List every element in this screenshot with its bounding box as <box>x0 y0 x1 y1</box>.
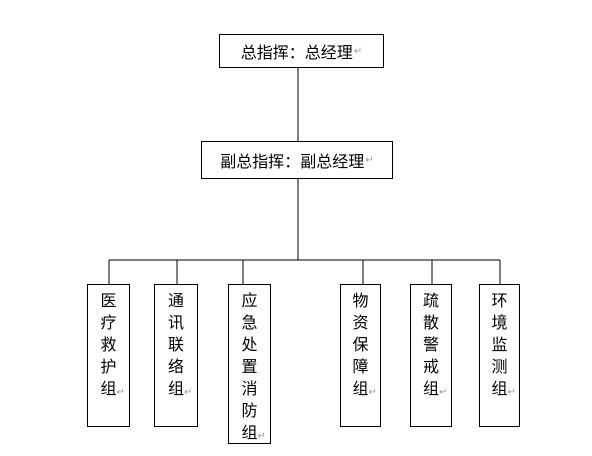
group-communication-char: 组↵ <box>167 379 193 398</box>
paragraph-mark-icon: ↵ <box>184 387 193 398</box>
paragraph-mark-icon: ↵ <box>507 387 516 398</box>
group-medical-char: 组↵ <box>100 379 125 398</box>
group-supply-char: 物 <box>352 291 369 310</box>
group-fire-char: 处 <box>241 335 258 354</box>
group-environment-char: 境 <box>491 313 508 332</box>
group-evacuation-char: 警 <box>422 335 439 354</box>
paragraph-mark-icon: ↵ <box>353 45 363 57</box>
group-fire-char: 置 <box>241 357 258 376</box>
group-supply-char: 组↵ <box>352 379 377 398</box>
group-communication-char: 讯 <box>167 313 184 332</box>
paragraph-mark-icon: ↵ <box>368 387 377 398</box>
paragraph-mark-icon: ↵ <box>439 387 448 398</box>
group-communication: 通讯联络组↵ <box>154 284 198 427</box>
group-environment-char: 监 <box>491 335 508 354</box>
group-environment: 环境监测组↵ <box>479 284 520 427</box>
group-medical-char: 救 <box>100 335 117 354</box>
group-evacuation-char: 散 <box>422 313 439 332</box>
node-deputy-commander: 副总指挥：副总经理↵ <box>201 141 393 179</box>
group-supply-char: 障 <box>352 357 369 376</box>
group-environment-char: 环 <box>491 291 508 310</box>
group-fire-char: 消 <box>241 379 258 398</box>
group-evacuation-char: 疏 <box>422 291 439 310</box>
group-medical: 医疗救护组↵ <box>87 284 130 427</box>
node-commander: 总指挥：总经理↵ <box>219 34 384 68</box>
group-fire-char: 应 <box>241 291 258 310</box>
group-evacuation: 疏散警戒组↵ <box>410 284 452 427</box>
group-medical-char: 护 <box>100 357 117 376</box>
group-medical-char: 疗 <box>100 313 117 332</box>
group-supply-char: 保 <box>352 335 369 354</box>
paragraph-mark-icon: ↵ <box>257 431 266 442</box>
group-fire: 应急处置消防组↵ <box>228 284 271 444</box>
node-commander-label: 总指挥：总经理 <box>240 43 353 62</box>
group-communication-char: 联 <box>167 335 184 354</box>
group-communication-char: 通 <box>167 291 184 310</box>
group-fire-char: 防 <box>241 401 258 420</box>
group-supply-char: 资 <box>352 313 369 332</box>
node-deputy-commander-label: 副总指挥：副总经理 <box>220 152 365 171</box>
group-fire-char: 急 <box>241 313 258 332</box>
paragraph-mark-icon: ↵ <box>116 387 125 398</box>
group-fire-char: 组↵ <box>241 423 266 442</box>
group-supply: 物资保障组↵ <box>340 284 381 427</box>
group-evacuation-char: 组↵ <box>422 379 448 398</box>
group-environment-char: 测 <box>491 357 508 376</box>
group-communication-char: 络 <box>167 357 184 376</box>
group-environment-char: 组↵ <box>491 379 516 398</box>
paragraph-mark-icon: ↵ <box>365 154 374 166</box>
group-medical-char: 医 <box>100 291 117 310</box>
group-evacuation-char: 戒 <box>422 357 439 376</box>
